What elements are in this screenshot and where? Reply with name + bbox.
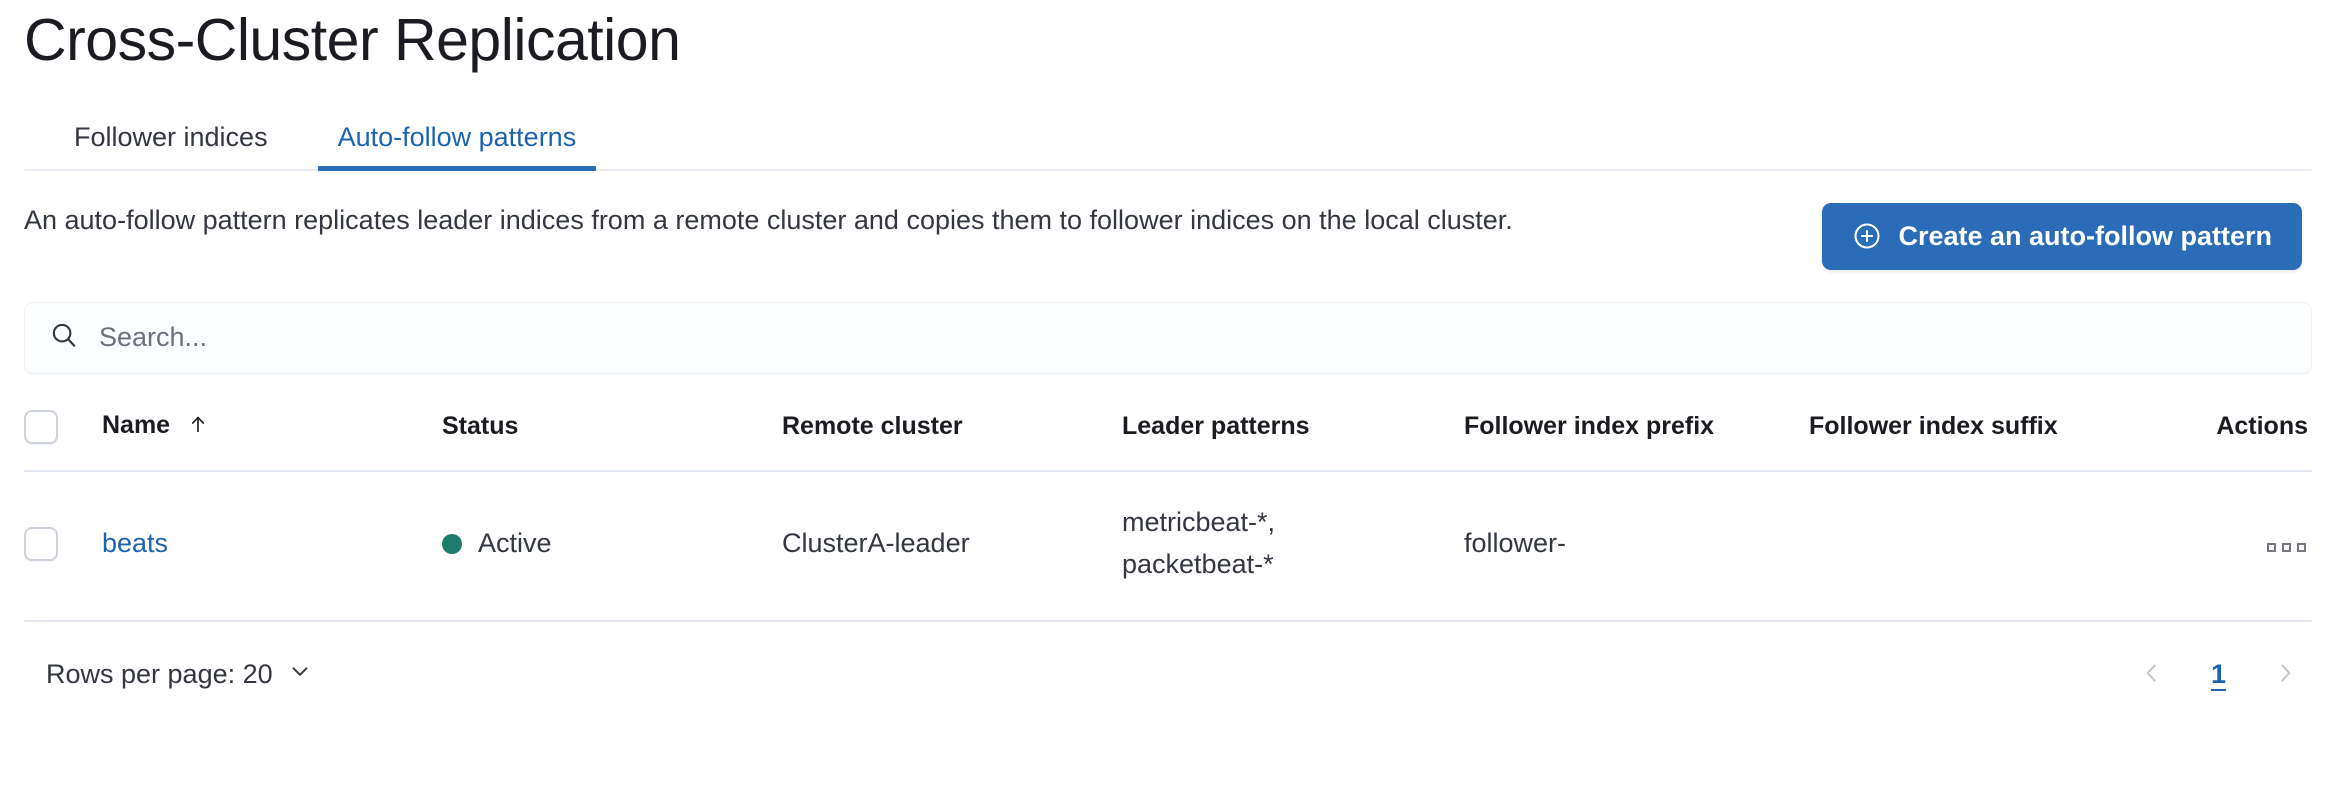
table-row: beats Active ClusterA-leader metricbeat-… — [24, 471, 2312, 621]
select-all-header — [24, 409, 102, 471]
cell-follower-index-prefix: follower- — [1464, 528, 1567, 559]
pagination: 1 — [2129, 654, 2308, 695]
rows-per-page-label: Rows per page: 20 — [46, 658, 273, 689]
column-header-actions: Actions — [2216, 412, 2308, 441]
column-header-status[interactable]: Status — [442, 412, 519, 441]
column-header-name-label: Name — [102, 411, 171, 440]
sort-ascending-icon — [187, 413, 209, 442]
cell-actions — [2149, 471, 2312, 621]
table-header: Name Status Remote cluster Leader patter… — [24, 409, 2312, 471]
column-header-follower-index-prefix[interactable]: Follower index prefix — [1464, 412, 1715, 441]
page-description: An auto-follow pattern replicates leader… — [24, 204, 1513, 235]
leader-pattern-1: metricbeat-*, — [1122, 506, 1276, 537]
plus-in-circle-icon — [1852, 221, 1882, 251]
tab-bar: Follower indices Auto-follow patterns — [24, 111, 2312, 171]
create-auto-follow-pattern-label: Create an auto-follow pattern — [1898, 220, 2272, 251]
pagination-previous-button[interactable] — [2129, 654, 2175, 695]
table-footer: Rows per page: 20 1 — [24, 654, 2312, 695]
search-bar[interactable] — [24, 301, 2312, 374]
column-header-follower-index-suffix[interactable]: Follower index suffix — [1809, 412, 2058, 441]
leader-pattern-2: packetbeat-* — [1122, 548, 1274, 579]
column-header-leader-patterns[interactable]: Leader patterns — [1122, 412, 1310, 441]
select-all-checkbox[interactable] — [24, 409, 58, 444]
rows-per-page-selector[interactable]: Rows per page: 20 — [46, 658, 313, 691]
create-auto-follow-pattern-button[interactable]: Create an auto-follow pattern — [1822, 202, 2302, 270]
intro-row: An auto-follow pattern replicates leader… — [24, 201, 2312, 270]
cell-remote-cluster: ClusterA-leader — [782, 528, 970, 559]
cell-follower-index-suffix — [1809, 471, 2149, 621]
more-actions-icon[interactable] — [2261, 537, 2312, 558]
cell-status: Active — [442, 471, 782, 621]
search-icon — [49, 320, 79, 355]
pagination-next-button[interactable] — [2262, 654, 2308, 695]
cell-name: beats — [102, 471, 442, 621]
row-select-checkbox[interactable] — [24, 526, 58, 561]
auto-follow-patterns-table: Name Status Remote cluster Leader patter… — [24, 409, 2312, 622]
status-dot-icon — [442, 533, 462, 554]
table-header-row: Name Status Remote cluster Leader patter… — [24, 409, 2312, 471]
search-input[interactable] — [99, 322, 2287, 354]
column-header-remote-cluster[interactable]: Remote cluster — [782, 412, 963, 441]
chevron-down-icon — [287, 658, 313, 691]
table-body: beats Active ClusterA-leader metricbeat-… — [24, 471, 2312, 621]
page-title: Cross-Cluster Replication — [24, 7, 681, 73]
row-select-cell — [24, 471, 102, 621]
chevron-right-icon — [2272, 660, 2298, 689]
cell-leader-patterns: metricbeat-*, packetbeat-* — [1122, 471, 1464, 621]
tab-auto-follow-patterns[interactable]: Auto-follow patterns — [317, 123, 597, 171]
chevron-left-icon — [2139, 660, 2165, 689]
column-header-name[interactable]: Name — [102, 410, 442, 471]
status-label: Active — [478, 528, 552, 559]
tab-follower-indices[interactable]: Follower indices — [54, 123, 288, 169]
pagination-page-1[interactable]: 1 — [2201, 655, 2236, 694]
auto-follow-pattern-link[interactable]: beats — [102, 528, 169, 559]
